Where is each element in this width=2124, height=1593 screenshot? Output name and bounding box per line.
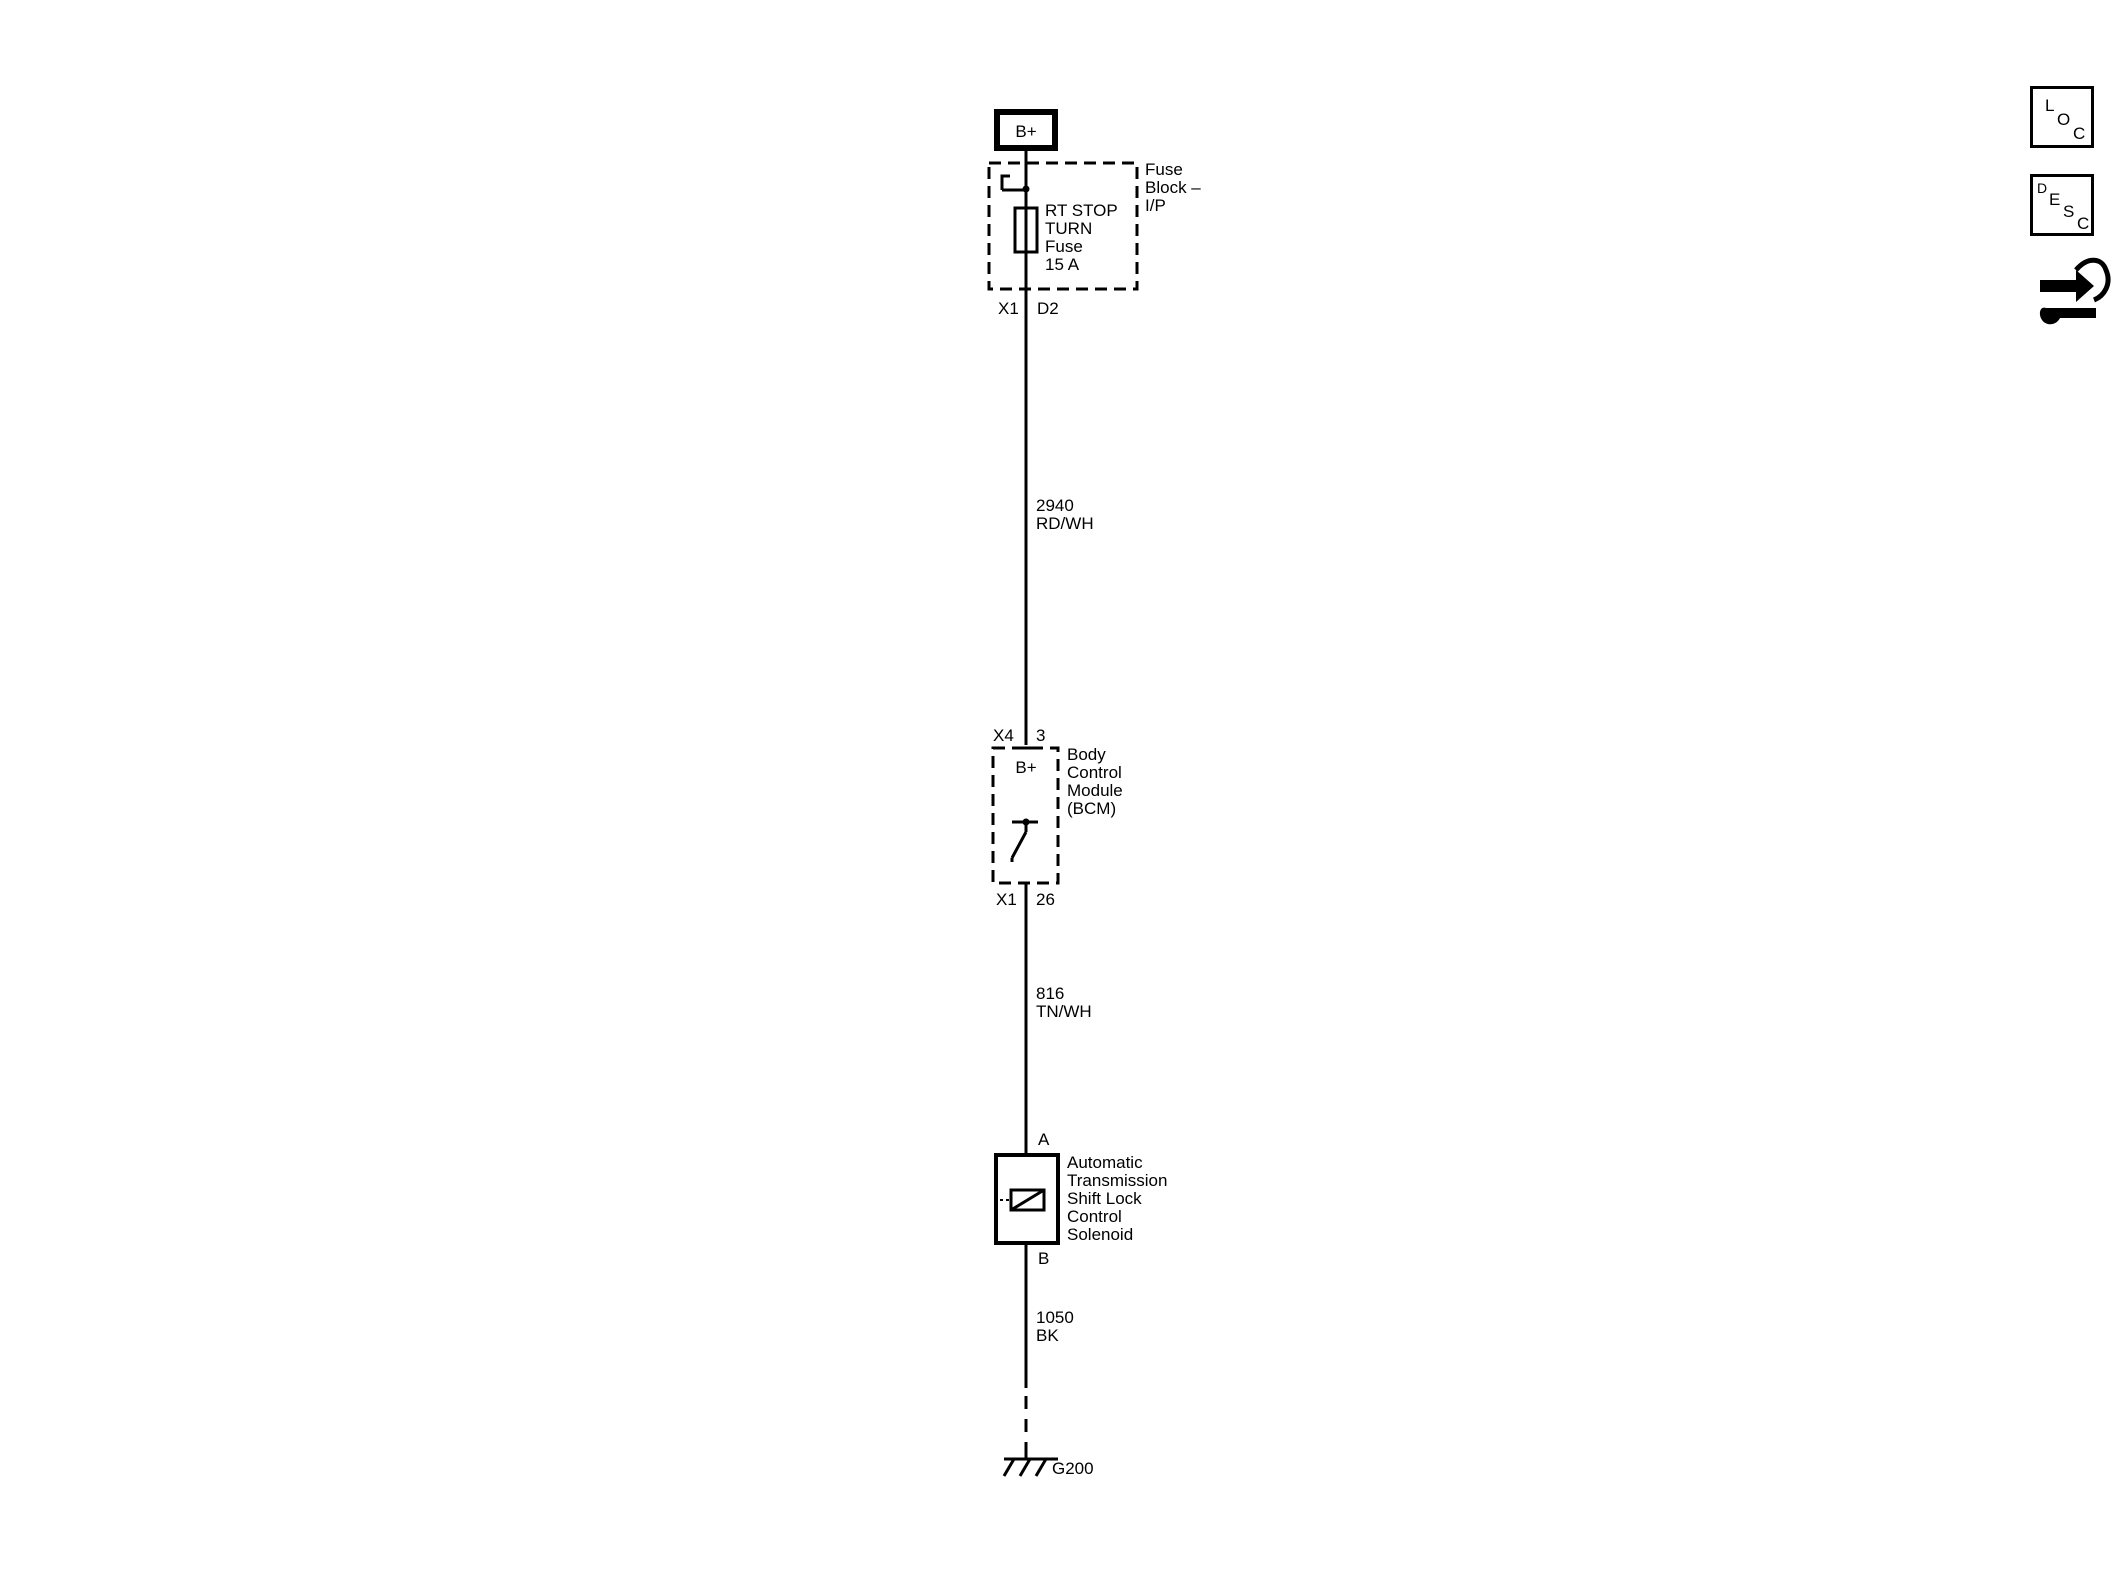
bcm-name: Body Control Module (BCM) bbox=[1067, 745, 1128, 818]
solenoid-pin-b: B bbox=[1038, 1249, 1049, 1268]
wire-1050-color: BK bbox=[1036, 1326, 1059, 1345]
wire-816-circuit: 816 bbox=[1036, 984, 1064, 1003]
loc-letter-c: C bbox=[2073, 124, 2086, 143]
fuse-block: RT STOP TURN Fuse 15 A Fuse Block – I/P … bbox=[987, 160, 1205, 318]
wire-1050-circuit: 1050 bbox=[1036, 1308, 1074, 1327]
bcm-input-label: B+ bbox=[1015, 758, 1036, 777]
bcm-in-connector: X4 bbox=[993, 726, 1014, 745]
wire-816: 816 TN/WH bbox=[1024, 883, 1092, 1153]
wire-2940: 2940 RD/WH bbox=[1024, 148, 1094, 745]
fuse-block-outline bbox=[987, 161, 1139, 291]
fuse-block-connector: X1 bbox=[998, 299, 1019, 318]
loc-letter-o: O bbox=[2057, 110, 2071, 129]
wire-816-color: TN/WH bbox=[1036, 1002, 1092, 1021]
bcm-out-pin: 26 bbox=[1036, 890, 1055, 909]
desc-letter-d: D bbox=[2037, 180, 2048, 196]
fuse-block-pin: D2 bbox=[1037, 299, 1059, 318]
wire-1050: 1050 BK bbox=[1024, 1243, 1074, 1446]
wire-2940-color: RD/WH bbox=[1036, 514, 1094, 533]
description-view-button[interactable]: D E S C bbox=[2030, 174, 2094, 236]
shift-lock-solenoid: A B Automatic Transmission Shift Lock Co… bbox=[994, 1130, 1172, 1268]
ground-label: G200 bbox=[1052, 1459, 1094, 1478]
wire-2940-circuit: 2940 bbox=[1036, 496, 1074, 515]
fuse-block-link bbox=[1000, 174, 1010, 190]
power-source-label: B+ bbox=[1015, 122, 1036, 141]
ground-g200: G200 bbox=[1002, 1446, 1094, 1478]
connector-end-view-icon[interactable] bbox=[2039, 257, 2111, 325]
desc-letter-e: E bbox=[2049, 190, 2061, 209]
bcm-in-pin: 3 bbox=[1036, 726, 1045, 745]
body-control-module: B+ X4 3 Body Control Module (BCM) X1 26 bbox=[991, 726, 1128, 909]
desc-letter-c: C bbox=[2077, 214, 2090, 233]
solenoid-name: Automatic Transmission Shift Lock Contro… bbox=[1067, 1153, 1172, 1244]
location-view-button[interactable]: L O C bbox=[2030, 86, 2094, 148]
fuse-label: RT STOP TURN Fuse 15 A bbox=[1045, 201, 1122, 274]
bcm-switch-blade bbox=[1010, 831, 1028, 859]
solenoid-coil bbox=[1009, 1188, 1046, 1212]
bcm-out-connector: X1 bbox=[996, 890, 1017, 909]
desc-letter-s: S bbox=[2063, 202, 2075, 221]
fuse-block-name: Fuse Block – I/P bbox=[1145, 160, 1205, 215]
solenoid-pin-a: A bbox=[1038, 1130, 1050, 1149]
loc-letter-l: L bbox=[2045, 96, 2055, 115]
power-source: B+ bbox=[994, 109, 1058, 151]
